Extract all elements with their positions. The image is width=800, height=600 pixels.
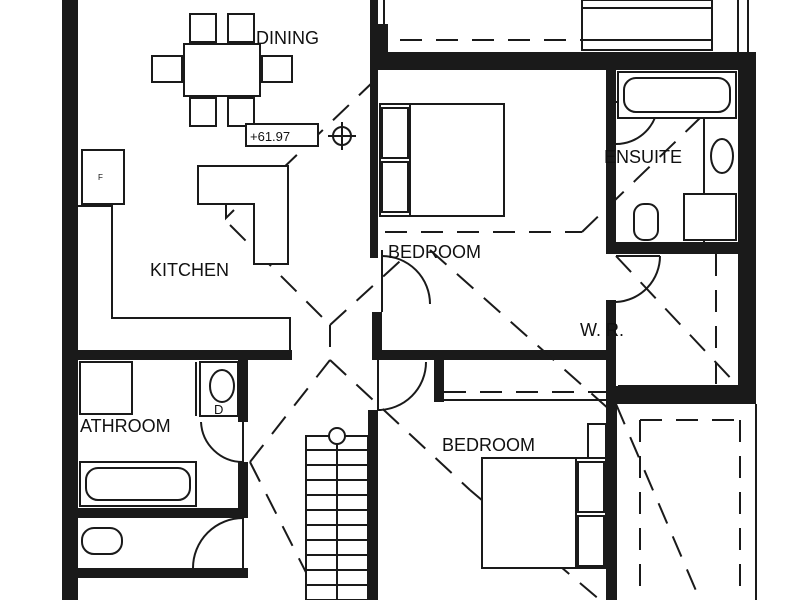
bathroom-fittings: D <box>79 361 239 555</box>
doors <box>192 101 662 569</box>
east-exterior-wall <box>738 52 756 404</box>
ensuite-shower-tray <box>683 193 737 241</box>
dash-ensuite-diag <box>581 117 701 233</box>
ensuite-bath <box>617 71 737 119</box>
ensuite-bath-inner <box>623 77 731 113</box>
dash-landing-right <box>329 359 471 491</box>
chair-top-2 <box>227 13 255 43</box>
level-marker-box <box>245 123 319 147</box>
ensuite-west-wall <box>606 70 616 250</box>
top-window-box <box>581 0 713 51</box>
dash-cupboard-diag <box>615 403 701 600</box>
label-bedroom-1: BEDROOM <box>388 242 481 262</box>
label-kitchen: KITCHEN <box>150 260 229 280</box>
bathroom-cabinet <box>79 361 133 415</box>
bed2-pillow-bottom <box>577 515 605 567</box>
bathroom-east-wall <box>238 356 248 422</box>
stair-east-wall <box>368 410 378 600</box>
fridge-label: F <box>98 173 103 182</box>
bedroom1-fittings <box>379 103 505 217</box>
kitchen-island <box>197 165 289 265</box>
bathroom-basin <box>209 369 235 403</box>
dash-hall-left <box>229 224 331 326</box>
chair-top-1 <box>189 13 217 43</box>
bedroom2-door <box>377 360 427 411</box>
dash-wr-diag <box>615 255 739 387</box>
walls <box>62 0 756 600</box>
ensuite-wc <box>633 203 659 241</box>
wr-south-wall <box>606 386 756 404</box>
kitchen-south-wall <box>78 350 292 360</box>
bathroom-bath <box>79 461 197 507</box>
bedroom1-door <box>381 255 431 312</box>
mid-cross-wall <box>372 350 616 360</box>
stair-direction-circle <box>328 427 346 445</box>
bathroom-door <box>200 421 244 464</box>
room-labels: DINING KITCHEN BEDROOM ENSUITE W. R. ATH… <box>80 28 682 455</box>
dash-long-diag <box>429 249 611 411</box>
upper-partition-wall <box>370 0 378 258</box>
staircase <box>305 427 369 600</box>
level-marker: +61.97 <box>245 122 356 150</box>
fridge <box>81 149 125 205</box>
label-ensuite: ENSUITE <box>604 147 682 167</box>
dash-hall-right <box>329 251 411 326</box>
lower-wc <box>81 527 123 555</box>
top-cross-wall <box>372 52 754 70</box>
bed2-pillow-top <box>577 461 605 513</box>
island-notch <box>225 204 235 221</box>
label-bedroom-2: BEDROOM <box>442 435 535 455</box>
label-bathroom: ATHROOM <box>80 416 171 436</box>
bedroom2-fittings <box>481 423 607 569</box>
lower-door <box>192 517 244 569</box>
chair-left <box>151 55 183 83</box>
lower-left-wall <box>78 568 248 578</box>
bathroom-south-wall <box>78 508 248 518</box>
bathroom-east-wall-lower <box>238 462 248 514</box>
bedside-unit <box>587 423 607 459</box>
chair-bottom-1 <box>189 97 217 127</box>
dining-table <box>183 43 261 97</box>
west-exterior-wall <box>62 0 78 600</box>
bed1-pillow-top <box>381 107 409 159</box>
bathroom-fixture-mark: D <box>214 402 223 417</box>
ensuite-basin <box>710 138 734 174</box>
chair-right <box>261 55 293 83</box>
ensuite-fittings <box>617 71 737 241</box>
chair-bottom-2 <box>227 97 255 127</box>
level-marker-text: +61.97 <box>250 129 290 144</box>
label-wr: W. R. <box>580 320 624 340</box>
ensuite-south-wall <box>606 242 756 254</box>
kitchen-counter-outline <box>78 205 291 352</box>
dash-landing-left <box>249 359 331 463</box>
hall-stub-wall <box>372 312 382 360</box>
label-dining: DINING <box>256 28 319 48</box>
bathroom-bath-inner <box>85 467 191 501</box>
bedroom2-stub-wall <box>434 350 444 402</box>
dining-table-set <box>151 13 293 127</box>
kitchen-fittings: F <box>81 149 289 265</box>
wr-west-wall <box>606 300 616 600</box>
wr-door <box>615 255 662 303</box>
bed1-pillow-bottom <box>381 161 409 213</box>
